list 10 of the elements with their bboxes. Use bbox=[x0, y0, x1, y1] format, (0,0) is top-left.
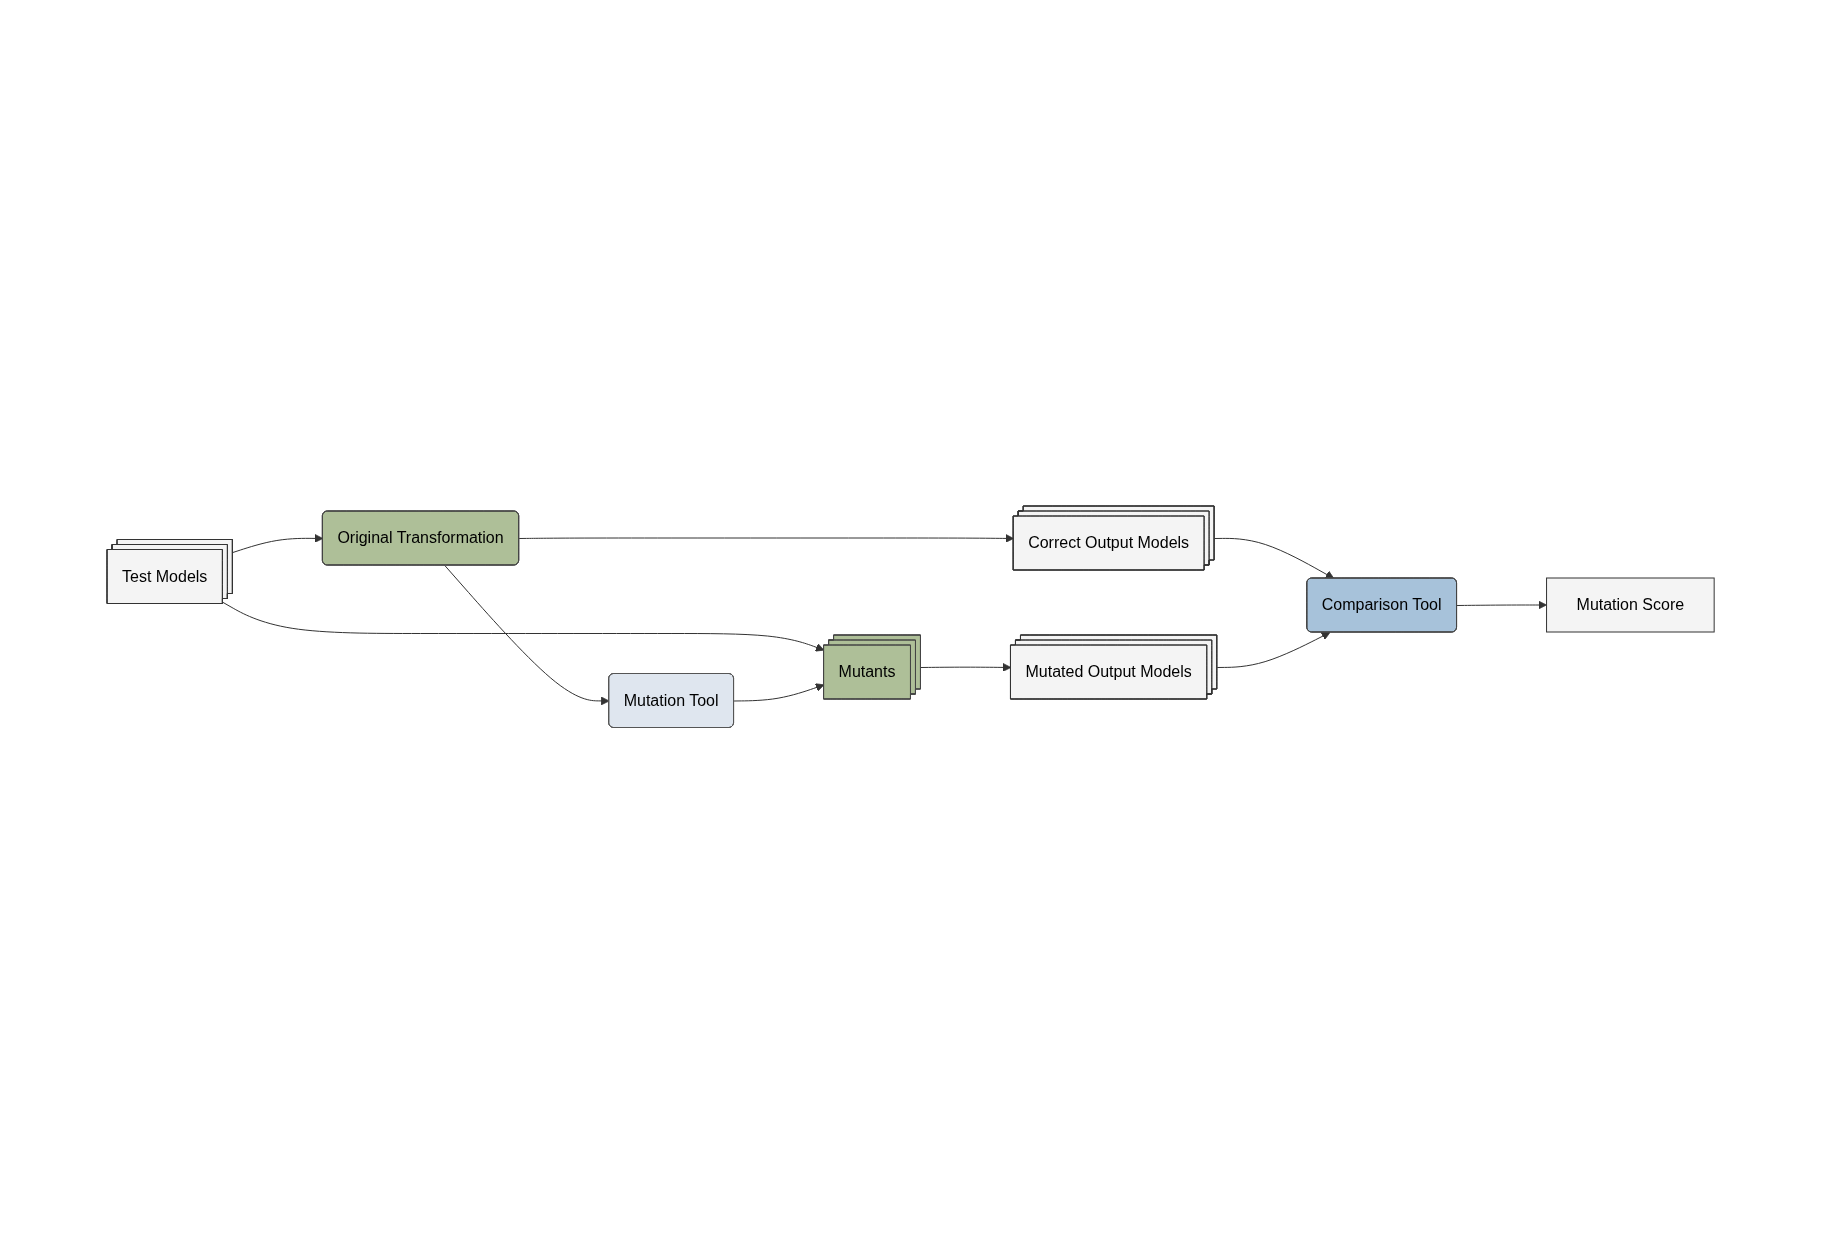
arrow bbox=[222, 602, 825, 652]
arrow bbox=[444, 565, 610, 706]
arrow bbox=[1456, 600, 1548, 610]
arrow bbox=[519, 534, 1015, 544]
arrow bbox=[232, 534, 324, 554]
arrow bbox=[733, 683, 825, 702]
arrow bbox=[1214, 538, 1335, 580]
arrow bbox=[920, 663, 1012, 673]
node-box: Mutation Score bbox=[1546, 577, 1716, 633]
arrow bbox=[1217, 632, 1331, 669]
